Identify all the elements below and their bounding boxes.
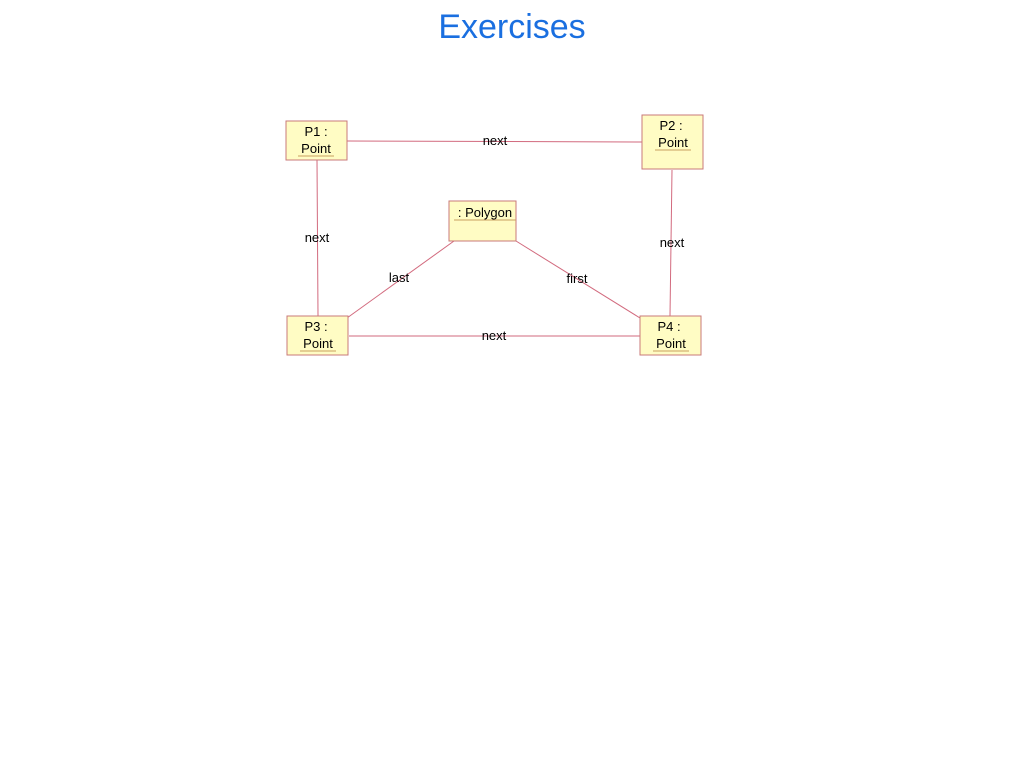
object-p4-name: P4 : (657, 319, 680, 334)
link-label-p3-p4: next (482, 328, 507, 343)
link-label-p2-p4: next (660, 235, 685, 250)
link-label-polygon-p4: first (567, 271, 588, 286)
link-label-p1-p3: next (305, 230, 330, 245)
object-p3-name: P3 : (304, 319, 327, 334)
object-p4-class: Point (656, 336, 686, 351)
object-p4[interactable]: P4 : Point (639, 315, 702, 356)
object-p2[interactable]: P2 : Point (641, 114, 704, 170)
link-polygon-p4 (515, 240, 641, 319)
object-p1-name: P1 : (304, 124, 327, 139)
link-label-p1-p2: next (483, 133, 508, 148)
page-title: Exercises (438, 8, 586, 46)
link-p2-p4 (669, 169, 673, 317)
link-p1-p3 (316, 159, 319, 317)
object-p3-class: Point (303, 336, 333, 351)
link-label-polygon-p3: last (389, 270, 410, 285)
link-p1-p2 (346, 140, 643, 143)
object-p3[interactable]: P3 : Point (286, 315, 349, 356)
object-p2-class: Point (658, 135, 688, 150)
object-p2-name: P2 : (659, 118, 682, 133)
object-polygon-name: : Polygon (458, 205, 512, 220)
object-polygon[interactable]: : Polygon (448, 200, 517, 242)
object-p1-class: Point (301, 141, 331, 156)
link-polygon-p3 (346, 240, 455, 319)
object-p1[interactable]: P1 : Point (285, 120, 348, 161)
